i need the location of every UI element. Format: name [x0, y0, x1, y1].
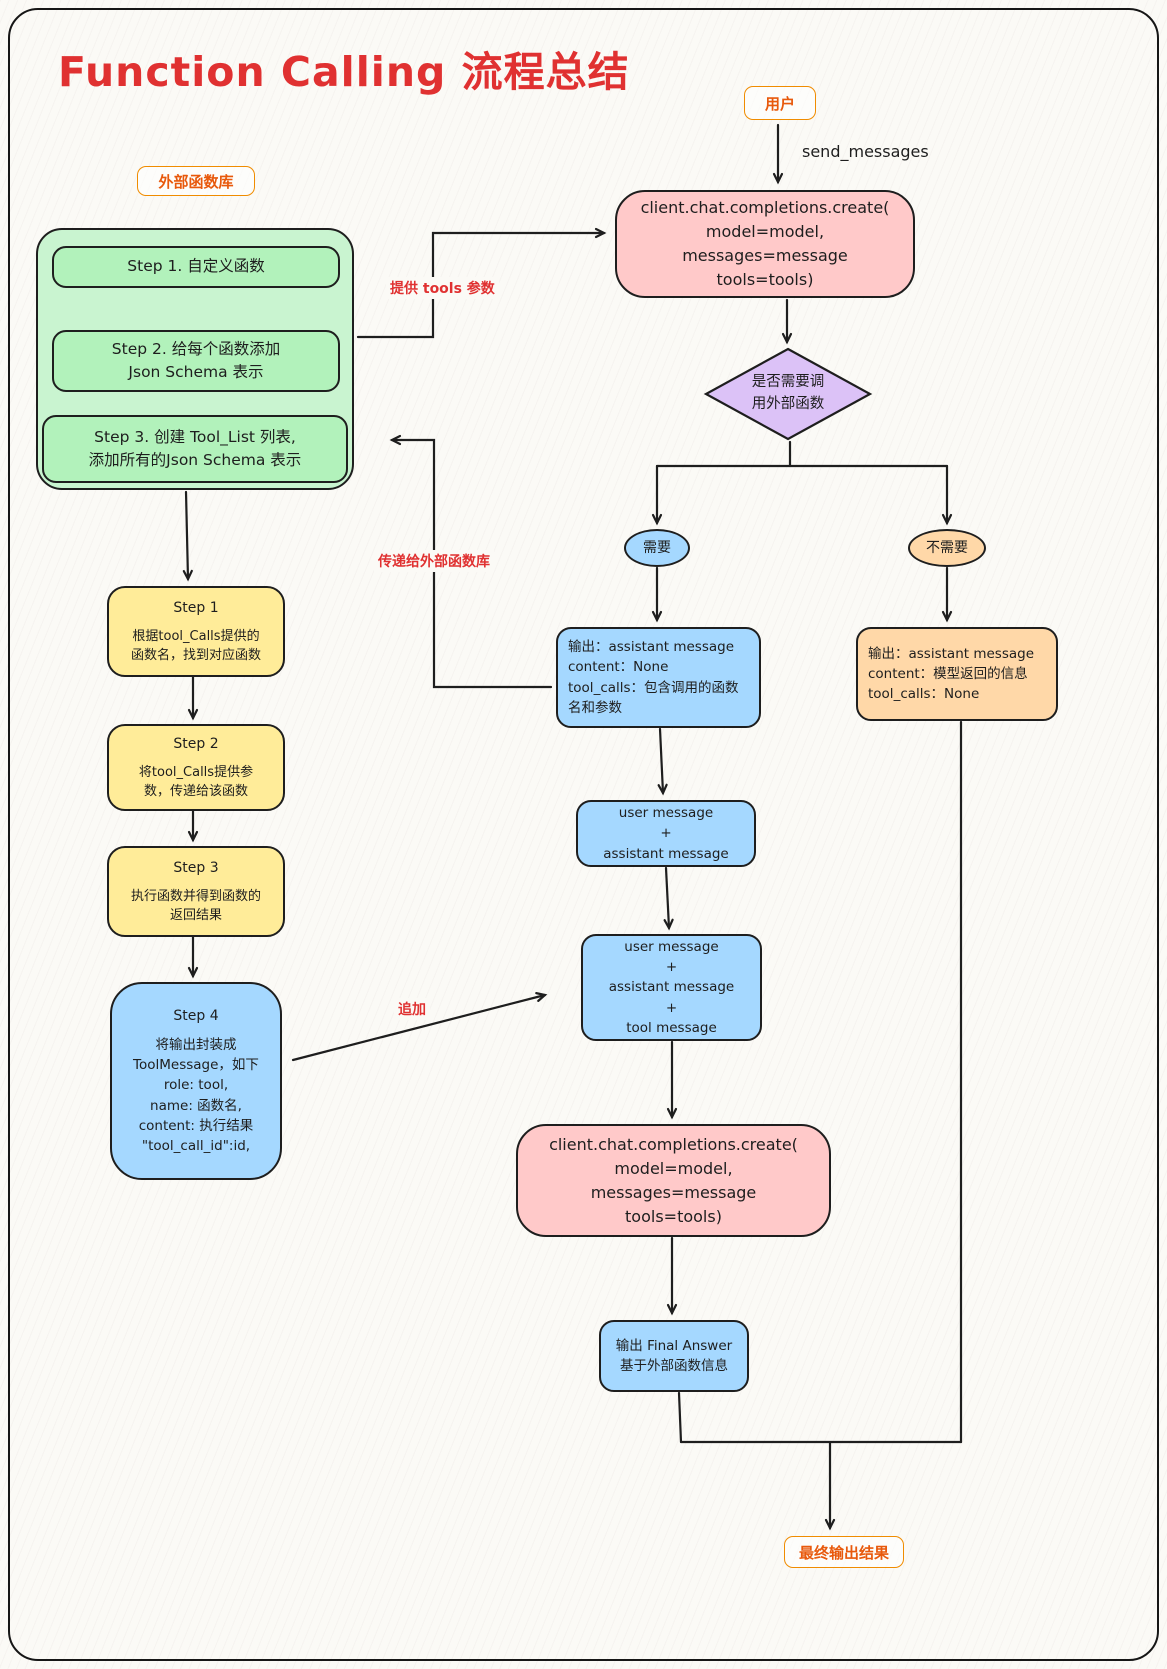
create-call-bottom-node: client.chat.completions.create( model=mo…	[516, 1124, 831, 1237]
decision-diamond-shape	[703, 347, 873, 441]
provide-tools-label: 提供 tools 参数	[386, 277, 499, 299]
edge-final-to-join	[677, 1391, 683, 1444]
final-output-badge: 最终输出结果	[784, 1536, 904, 1568]
yellow-step1-title: Step 1	[173, 599, 219, 616]
messages-two-node: user message + assistant message	[576, 800, 756, 867]
edge-output-to-messages2	[657, 727, 668, 796]
blue-step4-node: Step 4 将输出封装成 ToolMessage，如下 role: tool,…	[110, 982, 282, 1180]
create-call-top-node: client.chat.completions.create( model=mo…	[615, 190, 915, 298]
need-ellipse: 需要	[624, 529, 690, 567]
yellow-step1-body: 根据tool_Calls提供的 函数名，找到对应函数	[130, 628, 261, 664]
decision-label: 是否需要调 用外部函数	[751, 374, 825, 412]
final-answer-node: 输出 Final Answer 基于外部函数信息	[599, 1320, 749, 1392]
append-label: 追加	[394, 998, 430, 1020]
send-messages-label: send_messages	[802, 142, 929, 161]
yellow-step2-node: Step 2 将tool_Calls提供参 数，传递给该函数	[107, 724, 285, 811]
output-with-tools-node: 输出：assistant message content：None tool_c…	[556, 627, 761, 728]
edge-messages2-to-messages3	[663, 866, 674, 931]
yellow-step3-node: Step 3 执行函数并得到函数的 返回结果	[107, 846, 285, 937]
diagram-title: Function Calling 流程总结	[58, 48, 630, 96]
decision-diamond: 是否需要调 用外部函数	[703, 347, 873, 441]
yellow-step2-body: 将tool_Calls提供参 数，传递给该函数	[138, 764, 254, 800]
edge-lib-to-ystep1	[182, 490, 193, 582]
yellow-step2-title: Step 2	[173, 735, 219, 752]
green-step3-node: Step 3. 创建 Tool_List 列表, 添加所有的Json Schem…	[42, 415, 348, 483]
blue-step4-body: 将输出封装成 ToolMessage，如下 role: tool, name: …	[133, 1036, 259, 1154]
green-step2-node: Step 2. 给每个函数添加 Json Schema 表示	[52, 330, 340, 392]
blue-step4-title: Step 4	[173, 1007, 219, 1024]
pass-to-lib-label: 传递给外部函数库	[374, 550, 494, 572]
user-badge: 用户	[744, 86, 816, 120]
yellow-step3-title: Step 3	[173, 859, 219, 876]
yellow-step1-node: Step 1 根据tool_Calls提供的 函数名，找到对应函数	[107, 586, 285, 677]
output-no-tools-node: 输出：assistant message content：模型返回的信息 too…	[856, 627, 1058, 721]
messages-three-node: user message + assistant message + tool …	[581, 934, 762, 1041]
green-step1-node: Step 1. 自定义函数	[52, 246, 340, 288]
yellow-step3-body: 执行函数并得到函数的 返回结果	[130, 888, 261, 924]
external-lib-badge: 外部函数库	[137, 166, 255, 196]
no-need-ellipse: 不需要	[908, 529, 986, 567]
